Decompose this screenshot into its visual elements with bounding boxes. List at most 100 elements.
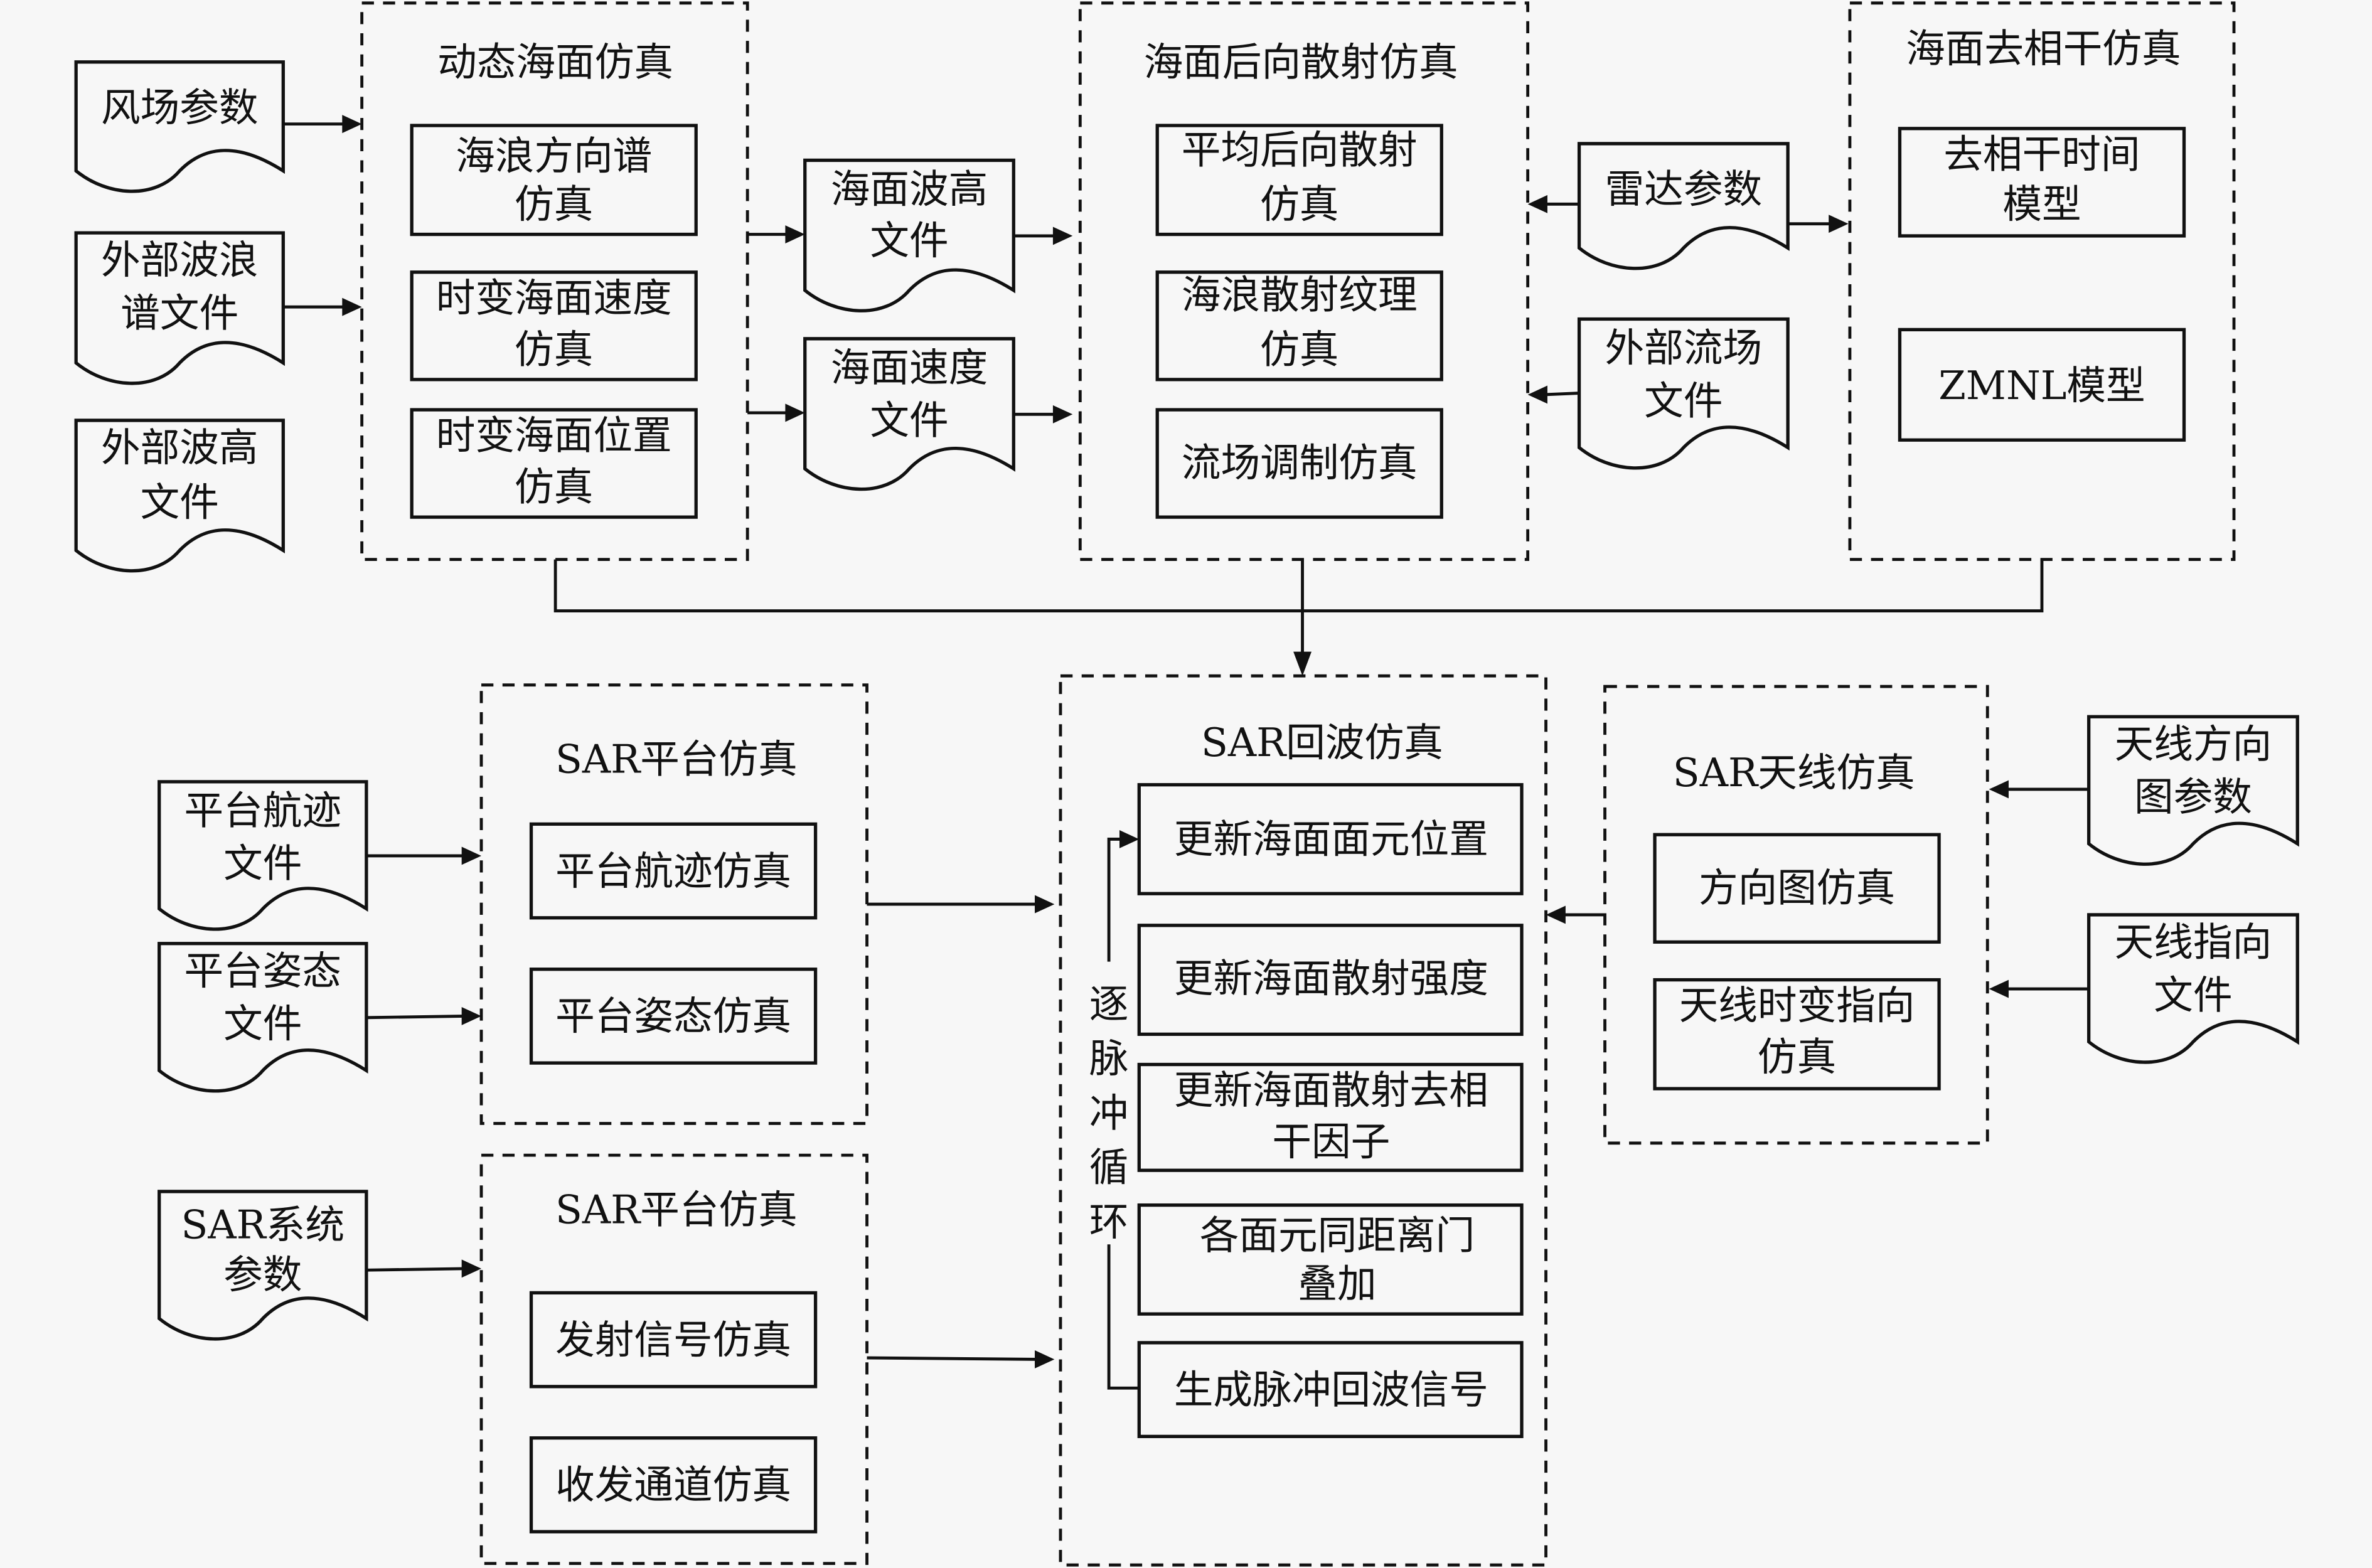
- document-shape: [803, 158, 1015, 312]
- arrow-current-to-backscatter: [1544, 392, 1579, 397]
- document-label-line: 谱文件: [120, 291, 238, 336]
- loop-label-char-1: 逐: [1089, 981, 1129, 1027]
- group-sar-platform: SAR平台仿真 平台航迹仿真 发射信号仿真 平台姿态仿真: [479, 683, 868, 1125]
- document-label-line: 风场参数: [101, 85, 259, 131]
- arrow-platform2-to-echo: [867, 1356, 1038, 1361]
- process-range-gate-sum-line1: 各面元同距离门: [1200, 1213, 1475, 1259]
- loop-line-upper: [1107, 838, 1123, 962]
- document-label-line: 海面速度: [831, 344, 988, 390]
- loop-line-lower: [1107, 1244, 1140, 1390]
- process-wave-spectrum-line1: 海浪方向谱: [456, 133, 652, 179]
- arrowhead: [461, 1006, 482, 1025]
- connectors: [283, 115, 2088, 1368]
- document-label-line: SAR系统: [181, 1202, 345, 1248]
- process-update-scatter-intensity: [1137, 924, 1524, 1036]
- process-antenna-pointing: [1653, 978, 1941, 1091]
- arrowhead: [1989, 780, 2009, 799]
- process-decorrelation-time-line2: 模型: [2002, 181, 2081, 227]
- document-shape: [74, 419, 285, 573]
- document-label-line: 文件: [223, 841, 302, 887]
- group-dynamic-sea: 动态海面仿真 海浪方向谱 仿真 时变海面速度 仿真 时变海面位置 仿真: [360, 1, 749, 562]
- group-sar-echo-border: [1059, 674, 1547, 1567]
- group-backscatter-title: 海面后向散射仿真: [1144, 39, 1458, 85]
- arrowhead: [1527, 195, 1547, 213]
- arrowhead: [1546, 905, 1566, 924]
- arrowhead: [1293, 651, 1312, 676]
- document-label-line: 文件: [223, 1001, 302, 1047]
- document-label-line: 天线方向: [2115, 721, 2272, 767]
- process-update-scatter-intensity-label: 更新海面散射强度: [1174, 956, 1488, 1001]
- arrowhead: [1052, 405, 1073, 424]
- document-shape: [2087, 715, 2299, 866]
- arrowhead: [1052, 227, 1073, 245]
- group-sar-antenna-title: SAR天线仿真: [1673, 750, 1915, 796]
- document-label-line: 平台航迹: [184, 787, 342, 833]
- process-zmnl-model-label: ZMNL模型: [1938, 363, 2145, 408]
- group-dynamic-sea-border: [360, 1, 749, 562]
- document-label-line: 平台姿态: [184, 948, 342, 994]
- process-txrx-channel: [529, 1436, 818, 1533]
- loop-label-char-4: 循: [1089, 1144, 1129, 1190]
- arrow-attitude-file-to-platform: [366, 1015, 465, 1020]
- arrowhead: [1989, 979, 2009, 998]
- arrowhead: [461, 846, 482, 865]
- document-label-line: 海面波高: [831, 166, 988, 212]
- process-wave-spectrum-line2: 仿真: [515, 181, 593, 227]
- arrowhead: [342, 115, 362, 134]
- loop-label-char-2: 脉: [1089, 1036, 1129, 1082]
- process-platform-track-label: 平台航迹仿真: [555, 848, 791, 894]
- process-decorrelation-time-model: [1898, 127, 2186, 238]
- process-zmnl-model: [1898, 328, 2186, 442]
- document-label-line: 文件: [870, 218, 948, 264]
- document-label-line: 文件: [2154, 972, 2232, 1018]
- group-decorrelation-title: 海面去相干仿真: [1906, 26, 2181, 72]
- arrowhead: [342, 297, 362, 316]
- document-radar-params: 雷达参数: [1577, 142, 1790, 270]
- process-sea-velocity: [410, 270, 698, 381]
- group-sar-platform-2-title: SAR平台仿真: [555, 1187, 798, 1233]
- document-shape: [158, 942, 368, 1093]
- process-current-modulation: [1155, 408, 1443, 519]
- document-shape: [803, 337, 1015, 491]
- group-sar-echo-title: SAR回波仿真: [1201, 720, 1443, 765]
- process-range-gate-sum: [1137, 1203, 1524, 1316]
- document-label-line: 雷达参数: [1605, 166, 1763, 212]
- merge-line-top-groups: [553, 559, 2044, 612]
- process-range-gate-sum-line2: 叠加: [1298, 1261, 1376, 1307]
- document-shape: [158, 780, 368, 931]
- process-decorrelation-time-line1: 去相干时间: [1943, 131, 2140, 177]
- document-shape: [1577, 142, 1790, 270]
- arrowhead: [1035, 895, 1055, 914]
- loop-arrowhead: [1119, 830, 1140, 848]
- group-decorrelation: 海面去相干仿真 去相干时间 模型 ZMNL模型: [1848, 1, 2236, 562]
- group-sar-platform-2: SAR平台仿真 发射信号仿真 收发通道仿真: [479, 1153, 868, 1565]
- group-sar-platform-title: SAR平台仿真: [555, 736, 798, 782]
- process-antenna-pointing-line1: 天线时变指向: [1679, 983, 1915, 1028]
- document-shape: [74, 60, 285, 193]
- document-shapes: 风场参数外部波浪谱文件外部波高文件海面波高文件海面速度文件雷达参数外部流场文件平…: [74, 60, 2299, 1341]
- process-antenna-pattern-label: 方向图仿真: [1699, 865, 1895, 910]
- document-wind-params: 风场参数: [74, 60, 285, 193]
- process-update-decorrelation-line2: 干因子: [1272, 1119, 1390, 1165]
- process-update-decorrelation-line1: 更新海面散射去相: [1174, 1067, 1488, 1113]
- process-current-modulation-label: 流场调制仿真: [1182, 440, 1418, 486]
- process-update-decorrelation: [1137, 1062, 1524, 1172]
- arrowhead: [785, 225, 805, 243]
- process-antenna-pattern: [1653, 833, 1941, 944]
- document-shape: [158, 1190, 368, 1341]
- group-sar-echo: SAR回波仿真 更新海面面元位置 更新海面散射强度 更新海面散射去相 干因子 各…: [1059, 674, 1547, 1567]
- document-shape: [1577, 317, 1790, 470]
- arrowhead: [1527, 385, 1547, 404]
- process-wave-texture: [1155, 270, 1443, 381]
- document-label-line: 图参数: [2134, 774, 2252, 820]
- process-sea-position: [410, 408, 698, 519]
- process-mean-backscatter-line1: 平均后向散射: [1182, 127, 1418, 173]
- document-label-line: 文件: [870, 398, 948, 444]
- arrowhead: [461, 1259, 482, 1278]
